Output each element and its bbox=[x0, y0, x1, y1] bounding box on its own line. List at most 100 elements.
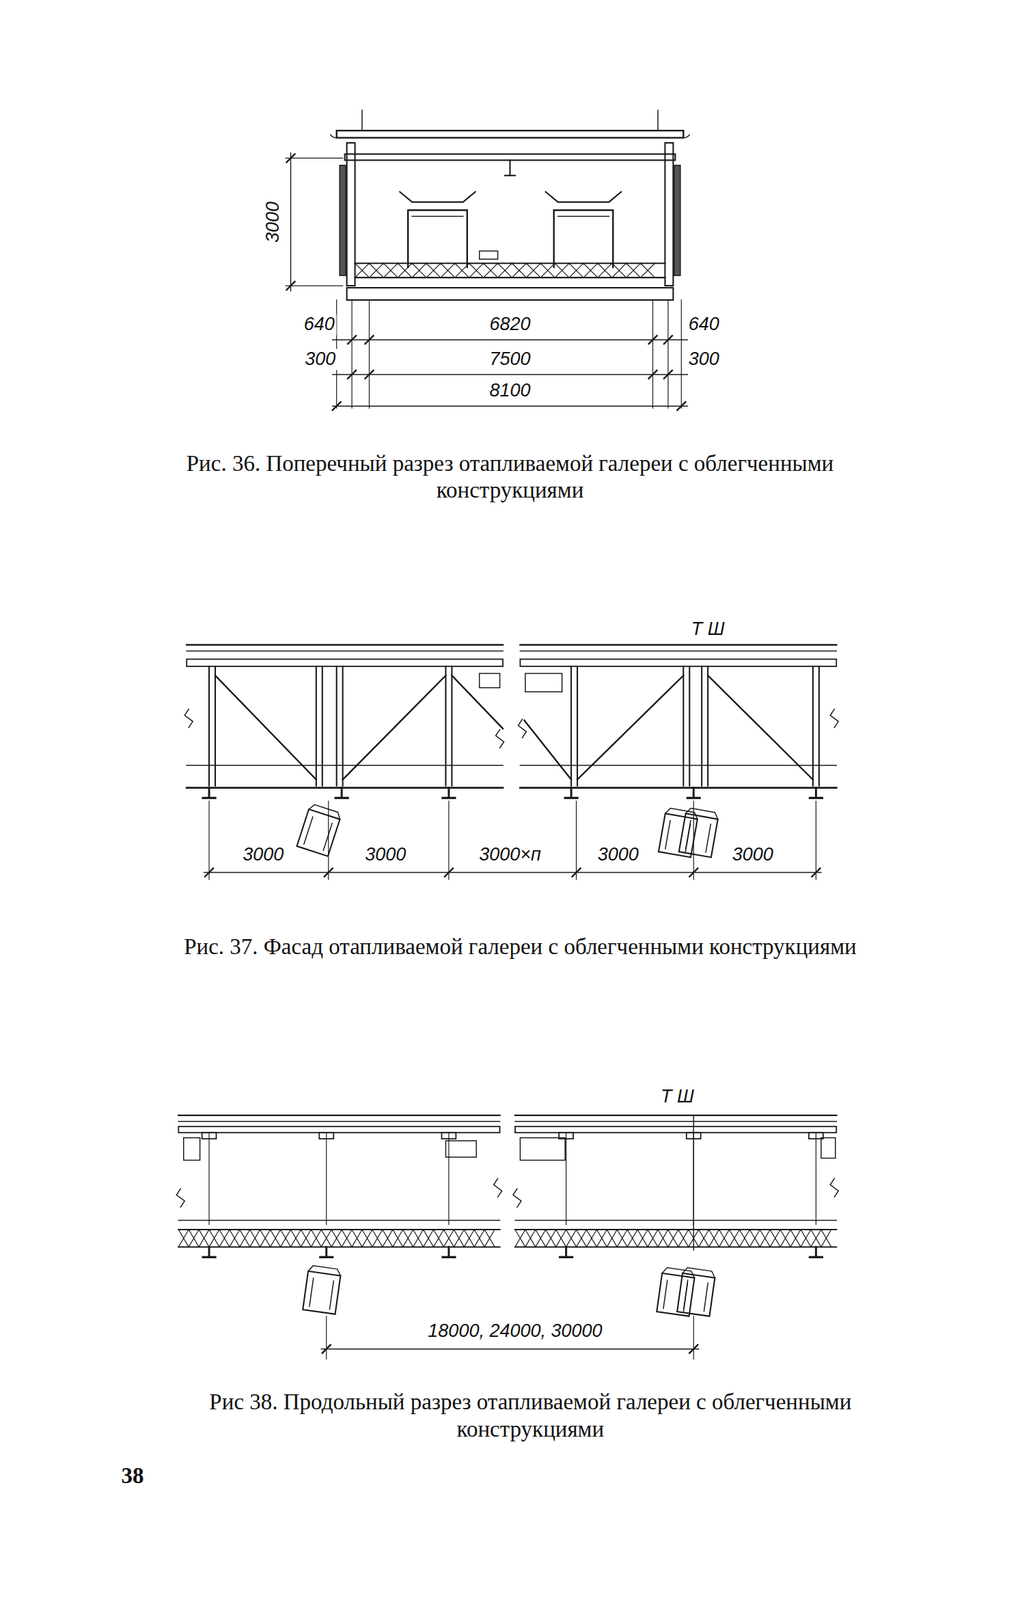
drawing-line bbox=[812, 666, 814, 786]
figure-caption: Рис 38. Продольный разрез отапливаемой г… bbox=[163, 1388, 898, 1443]
drawing-line bbox=[450, 666, 453, 786]
drawing-line bbox=[707, 666, 709, 786]
drawing-line bbox=[689, 868, 698, 877]
drawing-line bbox=[815, 1132, 817, 1224]
drawing-line bbox=[504, 174, 516, 177]
dimension-label: 3000 bbox=[730, 844, 776, 866]
drawing-line bbox=[324, 868, 333, 877]
drawing-line bbox=[652, 299, 654, 408]
drawing-line bbox=[692, 1114, 694, 1250]
drawing-rect bbox=[183, 1137, 201, 1161]
drawing-line bbox=[700, 666, 703, 786]
drawing-line bbox=[444, 666, 447, 786]
drawing-path bbox=[407, 210, 468, 268]
drawing-line bbox=[687, 796, 700, 799]
drawing-line bbox=[178, 1245, 500, 1247]
drawing-line bbox=[442, 796, 456, 799]
drawing-line bbox=[451, 674, 503, 729]
drawing-path bbox=[554, 210, 614, 268]
drawing-line bbox=[519, 643, 837, 645]
drawing-line bbox=[215, 674, 317, 779]
drawing-path bbox=[513, 1188, 522, 1207]
drawing-line bbox=[332, 338, 688, 340]
drawing-line bbox=[340, 787, 343, 798]
drawing-line bbox=[815, 800, 817, 880]
drawing-lines bbox=[176, 109, 839, 1359]
drawing-line bbox=[285, 157, 343, 159]
drawing-line bbox=[682, 666, 684, 786]
drawing-rect bbox=[347, 142, 356, 286]
drawing-line bbox=[208, 787, 211, 798]
drawing-line bbox=[202, 796, 216, 799]
drawing-line bbox=[202, 1255, 216, 1258]
drawing-rect bbox=[519, 1137, 565, 1161]
drawing-rect bbox=[479, 672, 501, 688]
drawing-path bbox=[355, 263, 656, 278]
drawing-line bbox=[355, 276, 666, 279]
drawing-line bbox=[355, 262, 666, 264]
drawing-line bbox=[186, 650, 503, 652]
drawing-line bbox=[208, 800, 210, 880]
drawing-rect bbox=[519, 658, 837, 666]
dimension-label: 6820 bbox=[487, 313, 533, 335]
drawing-line bbox=[325, 1246, 328, 1257]
drawing-line bbox=[336, 666, 338, 786]
dimension-label: 8100 bbox=[487, 379, 533, 402]
drawing-line bbox=[332, 405, 688, 406]
drawing-line bbox=[332, 401, 341, 410]
drawing-line bbox=[515, 1120, 837, 1122]
drawing-rect bbox=[186, 658, 503, 666]
drawing-line bbox=[508, 159, 511, 175]
drawing-line bbox=[664, 335, 673, 344]
drawing-line bbox=[692, 787, 695, 798]
dimension-label: 18000, 24000, 30000 bbox=[425, 1320, 604, 1342]
drawing-line bbox=[575, 800, 577, 880]
drawing-line bbox=[444, 868, 453, 877]
drawing-line bbox=[321, 1347, 699, 1349]
drawing-line bbox=[809, 796, 822, 799]
drawing-line bbox=[327, 800, 329, 880]
drawing-line bbox=[361, 109, 363, 131]
drawing-line bbox=[564, 1246, 568, 1257]
drawing-path bbox=[330, 134, 691, 138]
drawing-line bbox=[693, 800, 695, 880]
drawing-line bbox=[515, 1228, 837, 1230]
drawing-line bbox=[667, 299, 669, 408]
dimension-label: Т Ш bbox=[689, 618, 727, 641]
drawing-line bbox=[447, 1246, 450, 1257]
dimension-label: 3000 bbox=[595, 844, 641, 866]
drawing-line bbox=[519, 786, 837, 789]
drawing-path bbox=[493, 1177, 503, 1197]
drawing-rect bbox=[339, 165, 346, 276]
drawing-rect bbox=[664, 142, 673, 286]
drawing-line bbox=[515, 1114, 837, 1116]
drawing-line bbox=[447, 787, 450, 798]
drawing-line bbox=[315, 666, 317, 786]
drawing-line bbox=[186, 786, 503, 789]
drawing-line bbox=[657, 109, 658, 131]
drawing-rect bbox=[821, 1137, 836, 1159]
drawing-line bbox=[570, 787, 573, 798]
drawing-line bbox=[649, 335, 658, 344]
drawing-line bbox=[693, 1315, 695, 1359]
drawing-line bbox=[325, 1315, 327, 1359]
drawing-line bbox=[570, 666, 572, 786]
drawing-line bbox=[364, 370, 374, 379]
drawing-path bbox=[515, 1229, 832, 1247]
drawing-path bbox=[184, 709, 193, 728]
drawing-rect bbox=[674, 165, 681, 276]
drawing-rect bbox=[347, 287, 674, 300]
drawing-line bbox=[186, 764, 503, 766]
drawing-rect bbox=[345, 153, 676, 160]
drawing-line bbox=[204, 871, 822, 873]
drawing-line bbox=[576, 666, 578, 786]
drawing-line bbox=[186, 643, 503, 645]
drawing-line bbox=[564, 796, 578, 799]
dimension-label: 3000×п bbox=[476, 844, 544, 866]
drawing-line bbox=[342, 666, 344, 786]
dimension-label: 300 bbox=[302, 348, 338, 370]
drawing-line bbox=[815, 787, 818, 798]
drawing-path bbox=[399, 191, 475, 203]
drawing-line bbox=[208, 666, 210, 786]
drawing-line bbox=[214, 666, 216, 786]
